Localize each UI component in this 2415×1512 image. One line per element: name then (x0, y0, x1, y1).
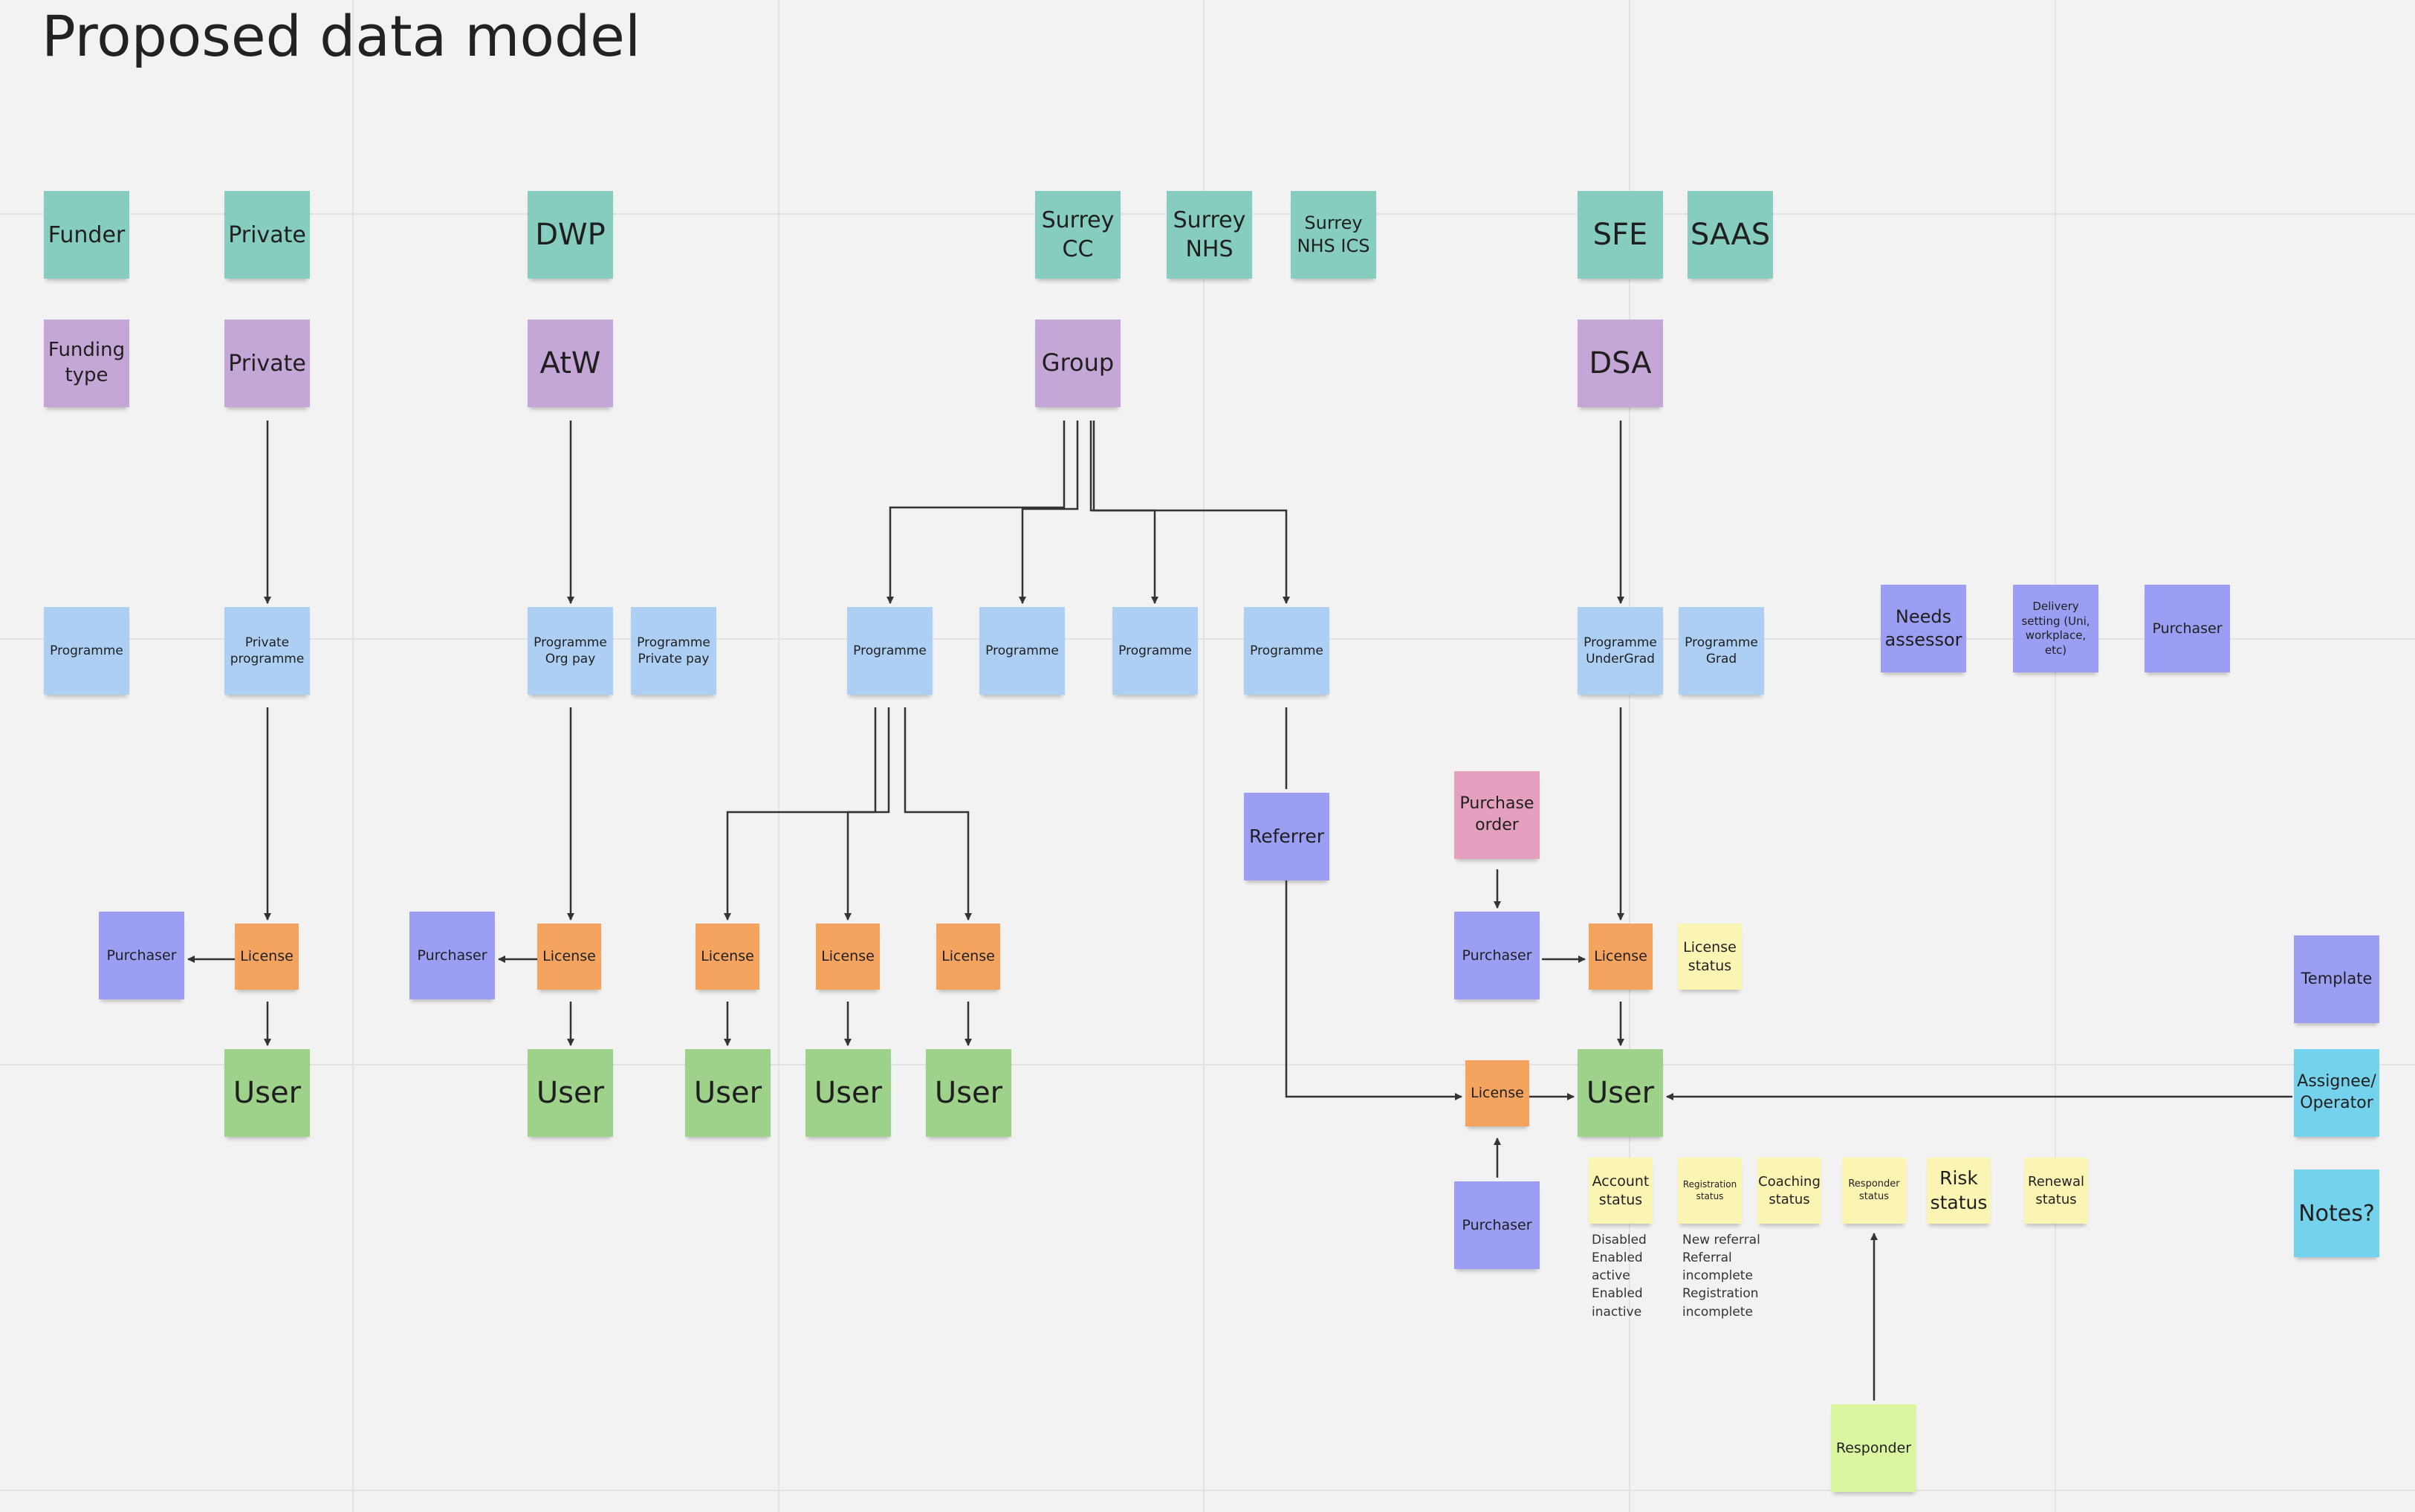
programme-grad-note[interactable]: Programme Grad (1679, 607, 1764, 695)
group-programme-note-1[interactable]: Programme (847, 607, 933, 695)
group-funding-type-note[interactable]: Group (1035, 319, 1121, 407)
purchaser-note-2[interactable]: Purchaser (409, 912, 495, 999)
template-note[interactable]: Template (2294, 935, 2379, 1023)
group-to-programme-arrow-3 (1089, 421, 1158, 604)
license-note-1[interactable]: License (235, 924, 299, 990)
renewal-status-note[interactable]: Renewal status (2024, 1158, 2088, 1224)
purchase-order-note[interactable]: Purchase order (1454, 771, 1540, 859)
referrer-note[interactable]: Referrer (1244, 793, 1329, 880)
dwp-funder-note[interactable]: DWP (528, 191, 613, 279)
account-status-note[interactable]: Account status (1589, 1158, 1653, 1224)
page-title: Proposed data model (42, 3, 641, 69)
programme-to-license-arrow-5 (904, 707, 972, 921)
notes-question-note[interactable]: Notes? (2294, 1169, 2379, 1257)
user-note-4[interactable]: User (805, 1049, 891, 1137)
license-note-dsa[interactable]: License (1589, 924, 1653, 990)
private-programme-note[interactable]: Private programme (224, 607, 310, 695)
account-status-values: Disabled Enabled active Enabled inactive (1592, 1233, 1647, 1320)
registration-status-values: New referral Referral incomplete Registr… (1682, 1233, 1760, 1320)
programme-to-license-arrow-4 (844, 707, 890, 921)
dsa-funding-type-note[interactable]: DSA (1578, 319, 1663, 407)
programme-private-pay-note[interactable]: Programme Private pay (631, 607, 716, 695)
purchaser-note-bottom[interactable]: Purchaser (1454, 1181, 1540, 1269)
license-note-4[interactable]: License (816, 924, 880, 990)
coaching-status-note[interactable]: Coaching status (1757, 1158, 1821, 1224)
license-status-note[interactable]: License status (1678, 924, 1742, 990)
purchaser-note-top[interactable]: Purchaser (2145, 585, 2230, 672)
group-programme-note-3[interactable]: Programme (1112, 607, 1198, 695)
purchaser-note-1[interactable]: Purchaser (99, 912, 184, 999)
license-note-2[interactable]: License (537, 924, 601, 990)
programme-to-license-arrow-3 (724, 707, 877, 921)
programme-note[interactable]: Programme (44, 607, 129, 695)
license-note-5[interactable]: License (936, 924, 1000, 990)
programme-undergrad-note[interactable]: Programme UnderGrad (1578, 607, 1663, 695)
group-programme-note-2[interactable]: Programme (979, 607, 1065, 695)
group-programme-note-4[interactable]: Programme (1244, 607, 1329, 695)
surrey-nhs-ics-funder-note[interactable]: Surrey NHS ICS (1291, 191, 1376, 279)
user-note-1[interactable]: User (224, 1049, 310, 1137)
group-to-programme-arrow-1 (886, 421, 1066, 604)
funder-note[interactable]: Funder (44, 191, 129, 279)
license-note-3[interactable]: License (696, 924, 759, 990)
assignee-operator-note[interactable]: Assignee/ Operator (2294, 1049, 2379, 1137)
registration-status-note[interactable]: Registration status (1678, 1158, 1742, 1224)
private-funder-note[interactable]: Private (224, 191, 310, 279)
surrey-nhs-funder-note[interactable]: Surrey NHS (1167, 191, 1252, 279)
user-note-dsa[interactable]: User (1578, 1049, 1663, 1137)
funding-type-note[interactable]: Funding type (44, 319, 129, 407)
user-note-2[interactable]: User (528, 1049, 613, 1137)
surrey-cc-funder-note[interactable]: Surrey CC (1035, 191, 1121, 279)
saas-funder-note[interactable]: SAAS (1688, 191, 1773, 279)
responder-note[interactable]: Responder (1831, 1404, 1916, 1492)
sfe-funder-note[interactable]: SFE (1578, 191, 1663, 279)
risk-status-note[interactable]: Risk status (1927, 1158, 1991, 1224)
private-funding-type-note[interactable]: Private (224, 319, 310, 407)
purchaser-note-dsa[interactable]: Purchaser (1454, 912, 1540, 999)
group-to-programme-arrow-4 (1092, 421, 1290, 604)
user-note-3[interactable]: User (685, 1049, 771, 1137)
user-note-5[interactable]: User (926, 1049, 1011, 1137)
delivery-setting-note[interactable]: Delivery setting (Uni, workplace, etc) (2013, 585, 2098, 672)
atw-funding-type-note[interactable]: AtW (528, 319, 613, 407)
programme-org-pay-note[interactable]: Programme Org pay (528, 607, 613, 695)
needs-assessor-note[interactable]: Needs assessor (1881, 585, 1966, 672)
referrer-to-license-arrow (1285, 880, 1462, 1100)
license-note-referrer[interactable]: License (1465, 1060, 1529, 1126)
group-to-programme-arrow-2 (1019, 421, 1079, 604)
responder-status-note[interactable]: Responder status (1842, 1158, 1906, 1224)
